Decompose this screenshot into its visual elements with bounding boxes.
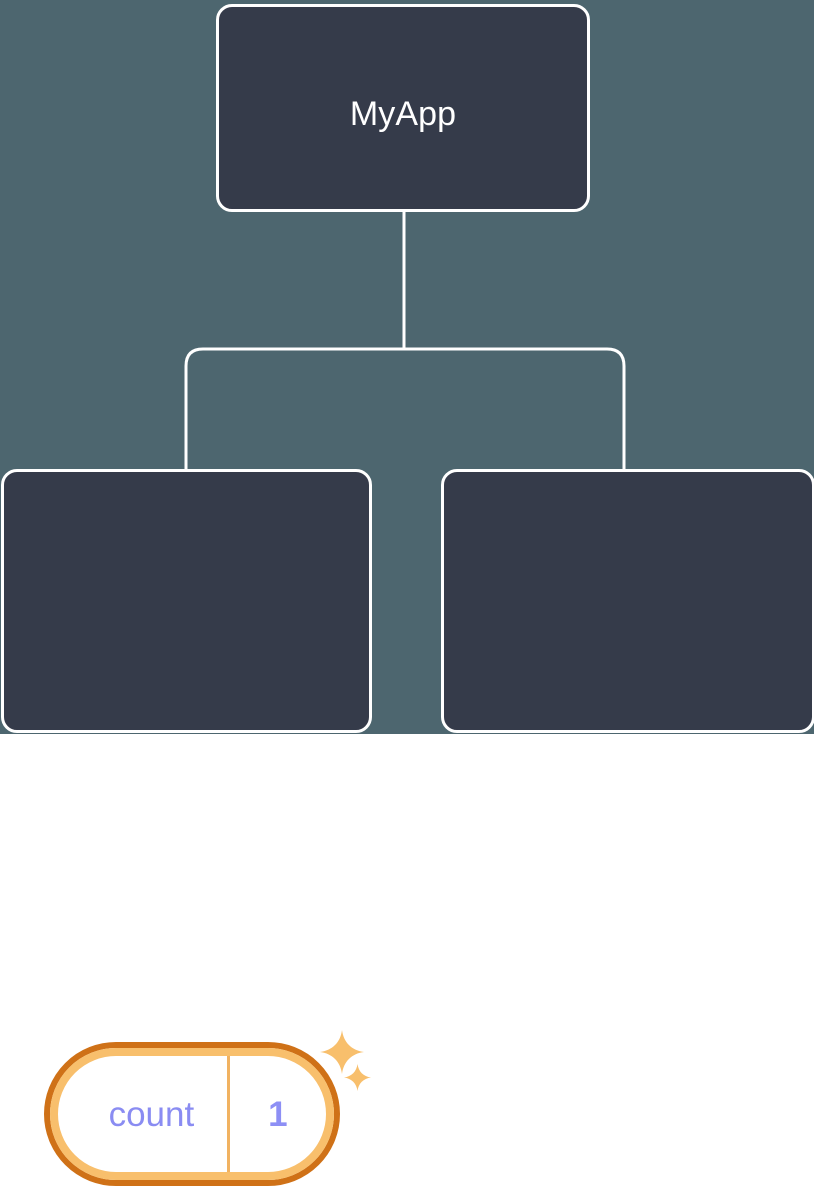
connector-bus: [184, 347, 626, 470]
component-node-title: MyApp: [349, 95, 457, 133]
state-pill-inner-ring: count 1: [50, 1048, 334, 1180]
component-node-myapp[interactable]: MyApp: [216, 4, 590, 212]
component-node-title: MyButton: [116, 989, 257, 1026]
state-value-label: 1: [226, 1056, 326, 1172]
component-node-title: MyButton: [557, 989, 699, 1026]
state-pill-highlighted[interactable]: count 1: [44, 1042, 340, 1186]
component-node-mybutton-left[interactable]: MyButton count 1: [1, 469, 372, 1186]
sparkle-icon-small: [344, 1064, 371, 1091]
state-key-label: count: [108, 1094, 195, 1134]
component-node-mybutton-right[interactable]: MyButton count 0: [441, 469, 814, 1026]
